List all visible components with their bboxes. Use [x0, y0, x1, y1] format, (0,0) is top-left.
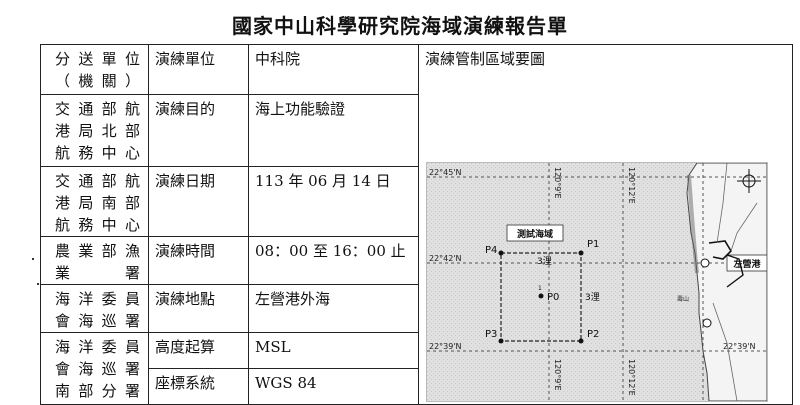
label-time: 演練時間 [149, 237, 249, 285]
value-date: 113 年 06 月 14 日 [249, 167, 419, 237]
label-date: 演練日期 [149, 167, 249, 237]
point-p2-marker [578, 338, 584, 344]
coast-shadow [687, 174, 699, 274]
distance-label-top: 3浬 [537, 255, 552, 267]
lon-label-right-bottom: 120°12'E [627, 359, 636, 396]
header-exercise-unit-label: 演練單位 [149, 45, 249, 95]
compass-icon [737, 169, 761, 193]
port-label: 左營港 [732, 258, 761, 270]
point-p4-label: P4 [485, 245, 497, 256]
lat-label-mid: 22°42'N [429, 254, 462, 263]
value-purpose: 海上功能驗證 [249, 95, 419, 167]
point-p4-marker [498, 250, 504, 256]
road-line [730, 202, 758, 252]
point-p2-label: P2 [587, 329, 599, 340]
lon-label-left-bottom: 120°9'E [553, 359, 562, 391]
coast-marker-bottom [702, 318, 712, 328]
test-area-label: 測試海域 [517, 228, 553, 240]
label-location: 演練地點 [149, 285, 249, 333]
unit-south-port-center: 交通部航 港局南部 航務中心 [41, 167, 149, 237]
lat-label-top: 22°45'N [429, 168, 462, 177]
distance-label-right: 3浬 [585, 291, 600, 303]
value-time: 08：00 至 16：00 止 [249, 237, 419, 285]
page-title: 國家中山科學研究院海域演練報告單 [232, 14, 568, 38]
test-area-label-box [506, 224, 564, 242]
road-line [716, 163, 728, 244]
harbor-outline [726, 254, 744, 288]
point-p1-label: P1 [587, 239, 599, 250]
report-table: 分送單位 （機關） 演練單位 中科院 演練管制區域要圖 交通部航 港局北部 航務… [40, 44, 793, 405]
exercise-area-map: 22°45'N 22°42'N 22°39'N 22°39'N 120°9'E … [426, 162, 768, 402]
point-p3-label: P3 [485, 329, 497, 340]
map-svg: 22°45'N 22°42'N 22°39'N 22°39'N 120°9'E … [427, 163, 767, 401]
header-exercise-unit-value: 中科院 [249, 45, 419, 95]
header-distribution-unit: 分送單位 （機關） [41, 45, 149, 95]
point-p0-label: P0 [547, 292, 559, 303]
unit-north-port-center: 交通部航 港局北部 航務中心 [41, 95, 149, 167]
small-place-label: 壽山 [677, 295, 689, 303]
scan-speck [37, 283, 39, 285]
lat-label-bottom: 22°39'N [429, 342, 462, 351]
unit-fisheries-agency: 農業部漁 業署 [41, 237, 149, 285]
lon-label-right: 120°12'E [627, 167, 636, 204]
road-line [712, 302, 738, 401]
lon-label-left: 120°9'E [553, 167, 562, 199]
point-p3-marker [498, 338, 504, 344]
coast-marker-top [700, 258, 710, 268]
point-p0-marker [538, 293, 544, 299]
grid-lines [427, 163, 767, 401]
lat-label-bottom-right: 22°39'N [723, 342, 756, 351]
land-mass [686, 163, 767, 401]
value-altitude-datum: MSL [249, 333, 419, 369]
label-altitude-datum: 高度起算 [149, 333, 249, 369]
point-p0-index: 1 [538, 285, 542, 292]
scan-speck [32, 258, 34, 260]
exercise-area-boundary [500, 252, 582, 342]
value-location: 左營港外海 [249, 285, 419, 333]
point-p1-marker [578, 250, 584, 256]
unit-coast-guard: 海洋委員 會海巡署 [41, 285, 149, 333]
label-purpose: 演練目的 [149, 95, 249, 167]
unit-coast-guard-south: 海洋委員 會海巡署 南部分署 [41, 333, 149, 405]
